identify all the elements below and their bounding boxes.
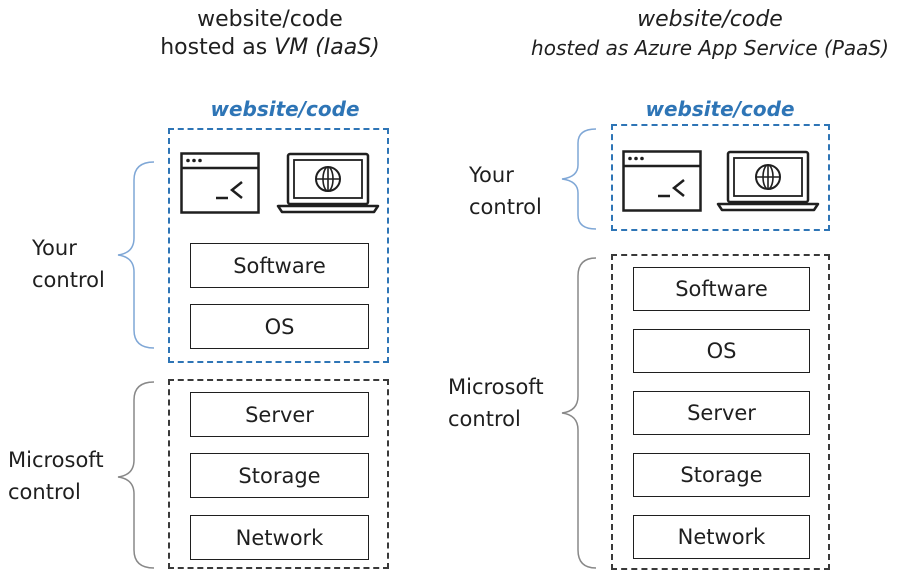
right-layer-software: Software bbox=[633, 267, 810, 311]
right-title-line1: website/code bbox=[637, 7, 783, 32]
right-layer-os: OS bbox=[633, 329, 810, 373]
left-microsoft-control-brace bbox=[117, 381, 155, 569]
left-your-control-brace bbox=[117, 161, 155, 349]
left-layer-software: Software bbox=[190, 243, 369, 288]
left-title-line2: hosted as VM (IaaS) bbox=[160, 35, 380, 60]
right-title: website/code hosted as Azure App Service… bbox=[520, 6, 900, 62]
left-layer-network: Network bbox=[190, 515, 369, 560]
left-your-control-label: Your control bbox=[32, 236, 105, 292]
left-your-control-box bbox=[168, 128, 389, 363]
right-layer-storage: Storage bbox=[633, 453, 810, 497]
right-title-line2: hosted as Azure App Service (PaaS) bbox=[531, 36, 889, 60]
terminal-window-icon bbox=[622, 150, 702, 212]
right-microsoft-control-box bbox=[611, 254, 830, 570]
left-title-line1: website/code bbox=[197, 7, 343, 32]
laptop-globe-icon bbox=[716, 150, 820, 212]
left-title: website/code hosted as VM (IaaS) bbox=[130, 6, 410, 62]
right-website-code-label: website/code bbox=[645, 97, 795, 121]
right-microsoft-control-label: Microsoft control bbox=[448, 375, 544, 431]
left-website-code-label: website/code bbox=[210, 97, 360, 121]
right-your-control-label: Your control bbox=[469, 163, 542, 219]
right-your-control-box bbox=[611, 124, 830, 231]
laptop-globe-icon bbox=[276, 152, 380, 214]
terminal-window-icon bbox=[180, 152, 260, 214]
left-layer-os: OS bbox=[190, 304, 369, 349]
left-microsoft-control-label: Microsoft control bbox=[8, 448, 104, 504]
right-layer-network: Network bbox=[633, 515, 810, 559]
left-layer-storage: Storage bbox=[190, 453, 369, 498]
right-your-control-brace bbox=[561, 128, 597, 230]
left-layer-server: Server bbox=[190, 392, 369, 437]
left-microsoft-control-box bbox=[168, 379, 389, 569]
right-layer-server: Server bbox=[633, 391, 810, 435]
right-microsoft-control-brace bbox=[561, 257, 597, 569]
